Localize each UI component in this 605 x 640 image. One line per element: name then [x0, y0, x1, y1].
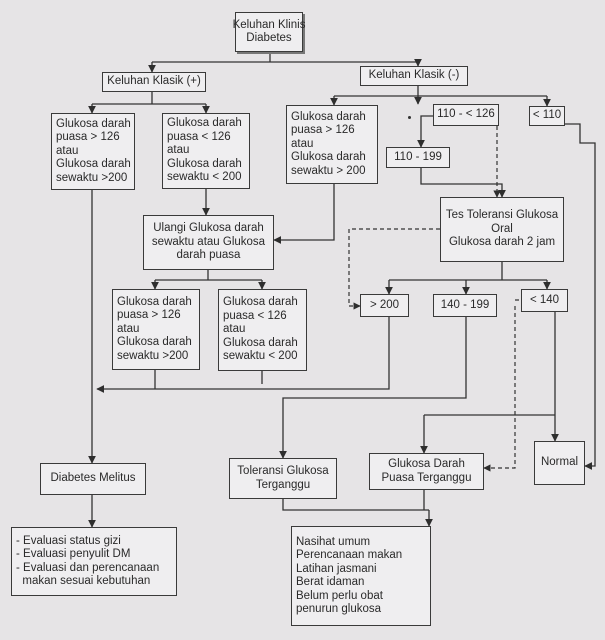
range-gt200-label: > 200 [369, 298, 400, 311]
pos-gd-tinggi-line-5: sewaktu >200 [56, 171, 128, 184]
evaluasi-box: - Evaluasi status gizi - Evaluasi penyul… [11, 527, 177, 596]
connector-keluhan-split [152, 52, 418, 72]
connector-to-nasihat [282, 490, 429, 526]
ulang-tinggi-line-3: atau [117, 322, 140, 335]
nasihat-umum-box: Nasihat umum Perencanaan makan Latihan j… [291, 526, 431, 626]
diabetes-melitus-label: Diabetes Melitus [50, 472, 136, 485]
ttgo-box: Tes Toleransi Glukosa Oral Glukosa darah… [440, 197, 564, 262]
neg-glukosa-tinggi-box: Glukosa darah puasa > 126 atau Glukosa d… [286, 105, 378, 184]
connector-ulangi-split [155, 270, 262, 289]
ulang-tinggi-line-2: puasa > 126 [117, 309, 181, 322]
pos-gd-tinggi-line-2: puasa > 126 [56, 131, 120, 144]
connector-140-199-to-tgt [279, 317, 467, 459]
range-110-199-box: 110 - 199 [386, 147, 450, 168]
neg-gd-tinggi-line-2: puasa > 126 [291, 124, 355, 137]
connector-neg-tinggi-to-ulangi [273, 184, 335, 244]
evaluasi-line-2: - Evaluasi penyulit DM [16, 548, 131, 560]
ulang-tinggi-line-4: Glukosa darah [117, 336, 192, 349]
ulangi-glukosa-box: Ulangi Glukosa darah sewaktu atau Glukos… [143, 215, 274, 270]
neg-gd-tinggi-line-3: atau [291, 137, 314, 150]
range-lt140-box: < 140 [521, 289, 568, 312]
ulang-rendah-line-5: sewaktu < 200 [223, 350, 298, 363]
pos-gd-tinggi-line-1: Glukosa darah [56, 117, 131, 130]
glukosa-darah-puasa-terganggu-box: Glukosa Darah Puasa Terganggu [369, 453, 484, 490]
ulang-glukosa-tinggi-box: Glukosa darah puasa > 126 atau Glukosa d… [112, 289, 200, 370]
ulang-rendah-line-4: Glukosa darah [223, 336, 298, 349]
gdpt-line-2: Puasa Terganggu [381, 471, 472, 484]
evaluasi-line-3: - Evaluasi dan perencanaan [16, 561, 160, 574]
ttgo-line-3: Glukosa darah 2 jam [448, 236, 556, 249]
connector-ttgo-split [389, 262, 547, 294]
ulang-glukosa-rendah-box: Glukosa darah puasa < 126 atau Glukosa d… [218, 289, 307, 371]
connector-lt110-to-normal [565, 123, 596, 470]
pos-gd-rendah-line-5: sewaktu < 200 [167, 171, 242, 184]
ulang-rendah-line-2: puasa < 126 [223, 309, 287, 322]
ulang-rendah-line-1: Glukosa darah [223, 296, 298, 309]
pos-gd-rendah-line-2: puasa < 126 [167, 130, 231, 143]
range-gt200-box: > 200 [360, 294, 409, 317]
ulang-rendah-line-3: atau [223, 323, 246, 336]
keluhan-klasik-negatif-label: Keluhan Klasik (-) [368, 69, 460, 82]
nasihat-line-4: Berat idaman [296, 576, 365, 588]
stray-dot [408, 116, 411, 119]
tgt-line-1: Toleransi Glukosa [237, 465, 329, 477]
ulang-tinggi-line-5: sewaktu >200 [117, 349, 189, 362]
range-lt140-label: < 140 [529, 293, 560, 306]
nasihat-line-5: Belum perlu obat [296, 589, 383, 602]
evaluasi-line-4: makan sesuai kebutuhan [16, 575, 151, 587]
pos-gd-rendah-line-4: Glukosa darah [167, 157, 242, 170]
keluhan-klinis-line-1: Keluhan Klinis [232, 18, 306, 31]
normal-box: Normal [534, 441, 585, 485]
neg-gd-tinggi-line-5: sewaktu > 200 [291, 164, 366, 177]
connector-110-126-to-110-199 [417, 115, 433, 148]
evaluasi-line-1: - Evaluasi status gizi [16, 534, 121, 547]
neg-gd-tinggi-line-4: Glukosa darah [291, 151, 366, 164]
ttgo-line-1: Tes Toleransi Glukosa [445, 209, 559, 222]
keluhan-klinis-box: Keluhan Klinis Diabetes [232, 12, 306, 52]
tgt-line-2: Terganggu [255, 478, 311, 491]
pos-gd-tinggi-line-4: Glukosa darah [56, 158, 131, 171]
range-140-199-box: 140 - 199 [433, 294, 497, 317]
range-140-199-label: 140 - 199 [440, 298, 490, 311]
gdpt-line-1: Glukosa Darah [388, 458, 465, 470]
keluhan-klasik-positif-box: Keluhan Klasik (+) [102, 72, 206, 92]
range-lt110-label: < 110 [532, 109, 562, 122]
pos-glukosa-tinggi-box: Glukosa darah puasa > 126 atau Glukosa d… [51, 113, 135, 190]
connector-dashed-to-gdpt [483, 306, 516, 472]
pos-gd-rendah-line-1: Glukosa darah [167, 117, 242, 130]
ulangi-line-3: darah puasa [176, 249, 241, 262]
connector-dashed-ttgo-to-gt200 [348, 228, 440, 310]
ulangi-line-2: sewaktu atau Glukosa [151, 235, 266, 248]
range-110-126-label: 110 - < 126 [437, 108, 495, 121]
pos-gd-tinggi-line-3: atau [56, 144, 79, 157]
range-110-199-label: 110 - 199 [394, 150, 442, 163]
keluhan-klinis-line-2: Diabetes [246, 32, 292, 44]
pos-glukosa-rendah-box: Glukosa darah puasa < 126 atau Glukosa d… [162, 113, 250, 189]
ulang-tinggi-line-1: Glukosa darah [117, 295, 192, 308]
nasihat-line-3: Latihan jasmani [296, 562, 377, 575]
connector-klasik-pos-split [92, 92, 206, 113]
keluhan-klasik-negatif-box: Keluhan Klasik (-) [360, 66, 468, 86]
keluhan-klasik-positif-label: Keluhan Klasik (+) [107, 75, 201, 88]
toleransi-glukosa-terganggu-box: Toleransi Glukosa Terganggu [229, 458, 337, 499]
ulangi-line-1: Ulangi Glukosa darah [153, 222, 264, 235]
nasihat-line-6: penurun glukosa [296, 603, 382, 615]
connector-gt200-to-dm-trunk [96, 317, 390, 393]
range-lt110-box: < 110 [529, 106, 565, 126]
normal-label: Normal [540, 456, 579, 469]
nasihat-line-2: Perencanaan makan [296, 549, 403, 561]
ttgo-line-2: Oral [491, 222, 513, 235]
connector-110-199-to-ttgo [420, 168, 506, 198]
neg-gd-tinggi-line-1: Glukosa darah [291, 110, 366, 123]
range-110-126-box: 110 - < 126 [433, 104, 499, 126]
diabetes-melitus-box: Diabetes Melitus [40, 463, 146, 495]
pos-gd-rendah-line-3: atau [167, 144, 190, 157]
nasihat-line-1: Nasihat umum [296, 535, 371, 548]
connector-klasik-neg-split [334, 86, 547, 105]
